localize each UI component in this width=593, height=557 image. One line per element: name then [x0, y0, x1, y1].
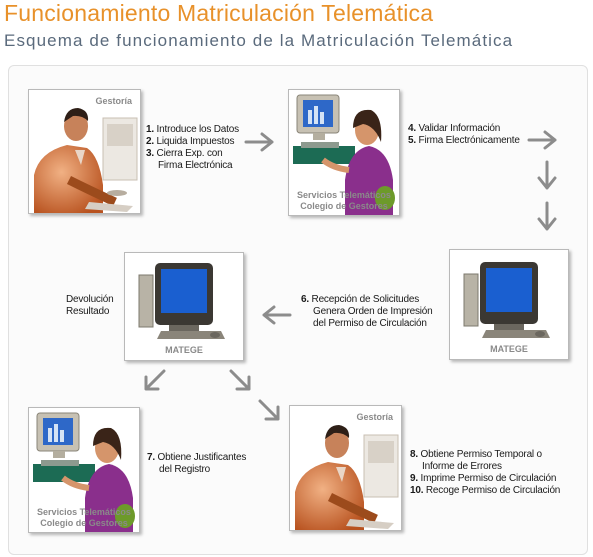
step-item: 2. Liquida Impuestos [146, 136, 235, 147]
devolucion-resultado: Devolución Resultado [66, 294, 114, 317]
gestoria-label: Gestoría [95, 96, 132, 106]
steps-group-1: 1. Introduce los Datos 2. Liquida Impues… [146, 124, 239, 172]
matege-right-panel: MATEGE [449, 249, 569, 360]
arrow-right-icon [527, 130, 557, 150]
matege-center-panel: MATEGE [124, 252, 244, 361]
step-item: 5. Firma Electrónicamente [408, 135, 520, 146]
step-item: Informe de Errores [422, 461, 502, 472]
steps-group-5: 8. Obtiene Permiso Temporal o Informe de… [410, 449, 560, 497]
servicios-bottom-caption-1: Servicios Telemáticos [37, 507, 131, 517]
matege-center-caption: MATEGE [165, 345, 203, 355]
step-item: 1. Introduce los Datos [146, 124, 239, 135]
step-item: 4. Validar Información [408, 123, 501, 134]
gestoria-bottom-panel: Gestoría [289, 405, 402, 531]
woman-at-computer-illustration [293, 94, 395, 215]
computer-illustration [463, 262, 550, 338]
arrow-left-icon [262, 305, 292, 325]
arrow-down-left-icon [144, 369, 166, 391]
step-item: Firma Electrónica [158, 160, 233, 171]
step-item: 3. Cierra Exp. con [146, 148, 223, 159]
servicios-top-panel: Servicios Telemáticos Colegio de Gestore… [288, 89, 400, 216]
woman-at-computer-illustration [33, 412, 135, 532]
step-item: 8. Obtiene Permiso Temporal o [410, 449, 542, 460]
step-item: del Registro [159, 464, 210, 475]
step-item: 9. Imprime Permiso de Circulación [410, 473, 557, 484]
page-subtitle: Esquema de funcionamiento de la Matricul… [4, 31, 514, 50]
servicios-bottom-panel: Servicios Telemáticos Colegio de Gestore… [28, 407, 140, 533]
steps-group-3: 6. Recepción de Solicitudes Genera Orden… [301, 294, 433, 330]
arrow-down-right-icon [258, 399, 280, 421]
matege-right-caption: MATEGE [490, 344, 528, 354]
step-item: 7. Obtiene Justificantes [147, 452, 247, 463]
gestoria-top-panel: Gestoría [28, 89, 141, 214]
page-title: Funcionamiento Matriculación Telemática [4, 0, 434, 26]
step-item: del Permiso de Circulación [313, 318, 427, 329]
servicios-top-caption-2: Colegio de Gestores [300, 201, 388, 211]
arrow-right-icon [244, 132, 274, 152]
gestoria-label: Gestoría [356, 412, 393, 422]
step-item: 10. Recoge Permiso de Circulación [410, 485, 561, 496]
step-item: Genera Orden de Impresión [313, 306, 433, 317]
servicios-bottom-caption-2: Colegio de Gestores [40, 518, 128, 528]
steps-group-2: 4. Validar Información 5. Firma Electrón… [408, 123, 520, 147]
step-item: 6. Recepción de Solicitudes [301, 294, 420, 305]
arrow-down-icon [537, 160, 557, 190]
man-at-desk-illustration [34, 108, 138, 213]
man-at-desk-illustration [295, 425, 399, 530]
arrow-down-right-icon [229, 369, 251, 391]
arrow-down-icon [537, 201, 557, 231]
steps-group-4: 7. Obtiene Justificantes del Registro [147, 452, 246, 476]
servicios-top-caption-1: Servicios Telemáticos [297, 190, 391, 200]
computer-illustration [138, 263, 225, 339]
